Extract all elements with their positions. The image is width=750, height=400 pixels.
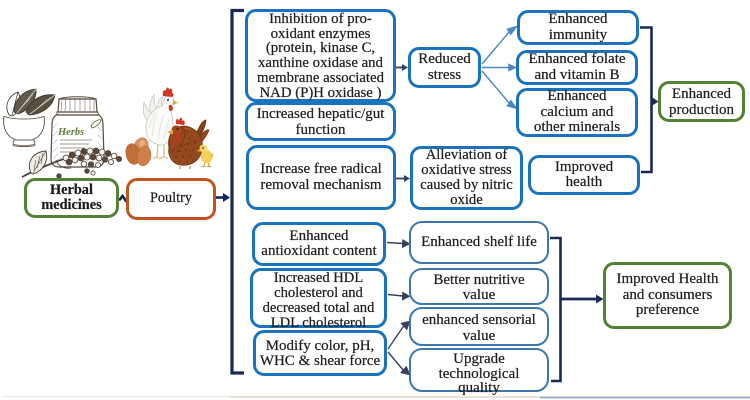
svg-text:Herbs: Herbs [57, 127, 84, 138]
